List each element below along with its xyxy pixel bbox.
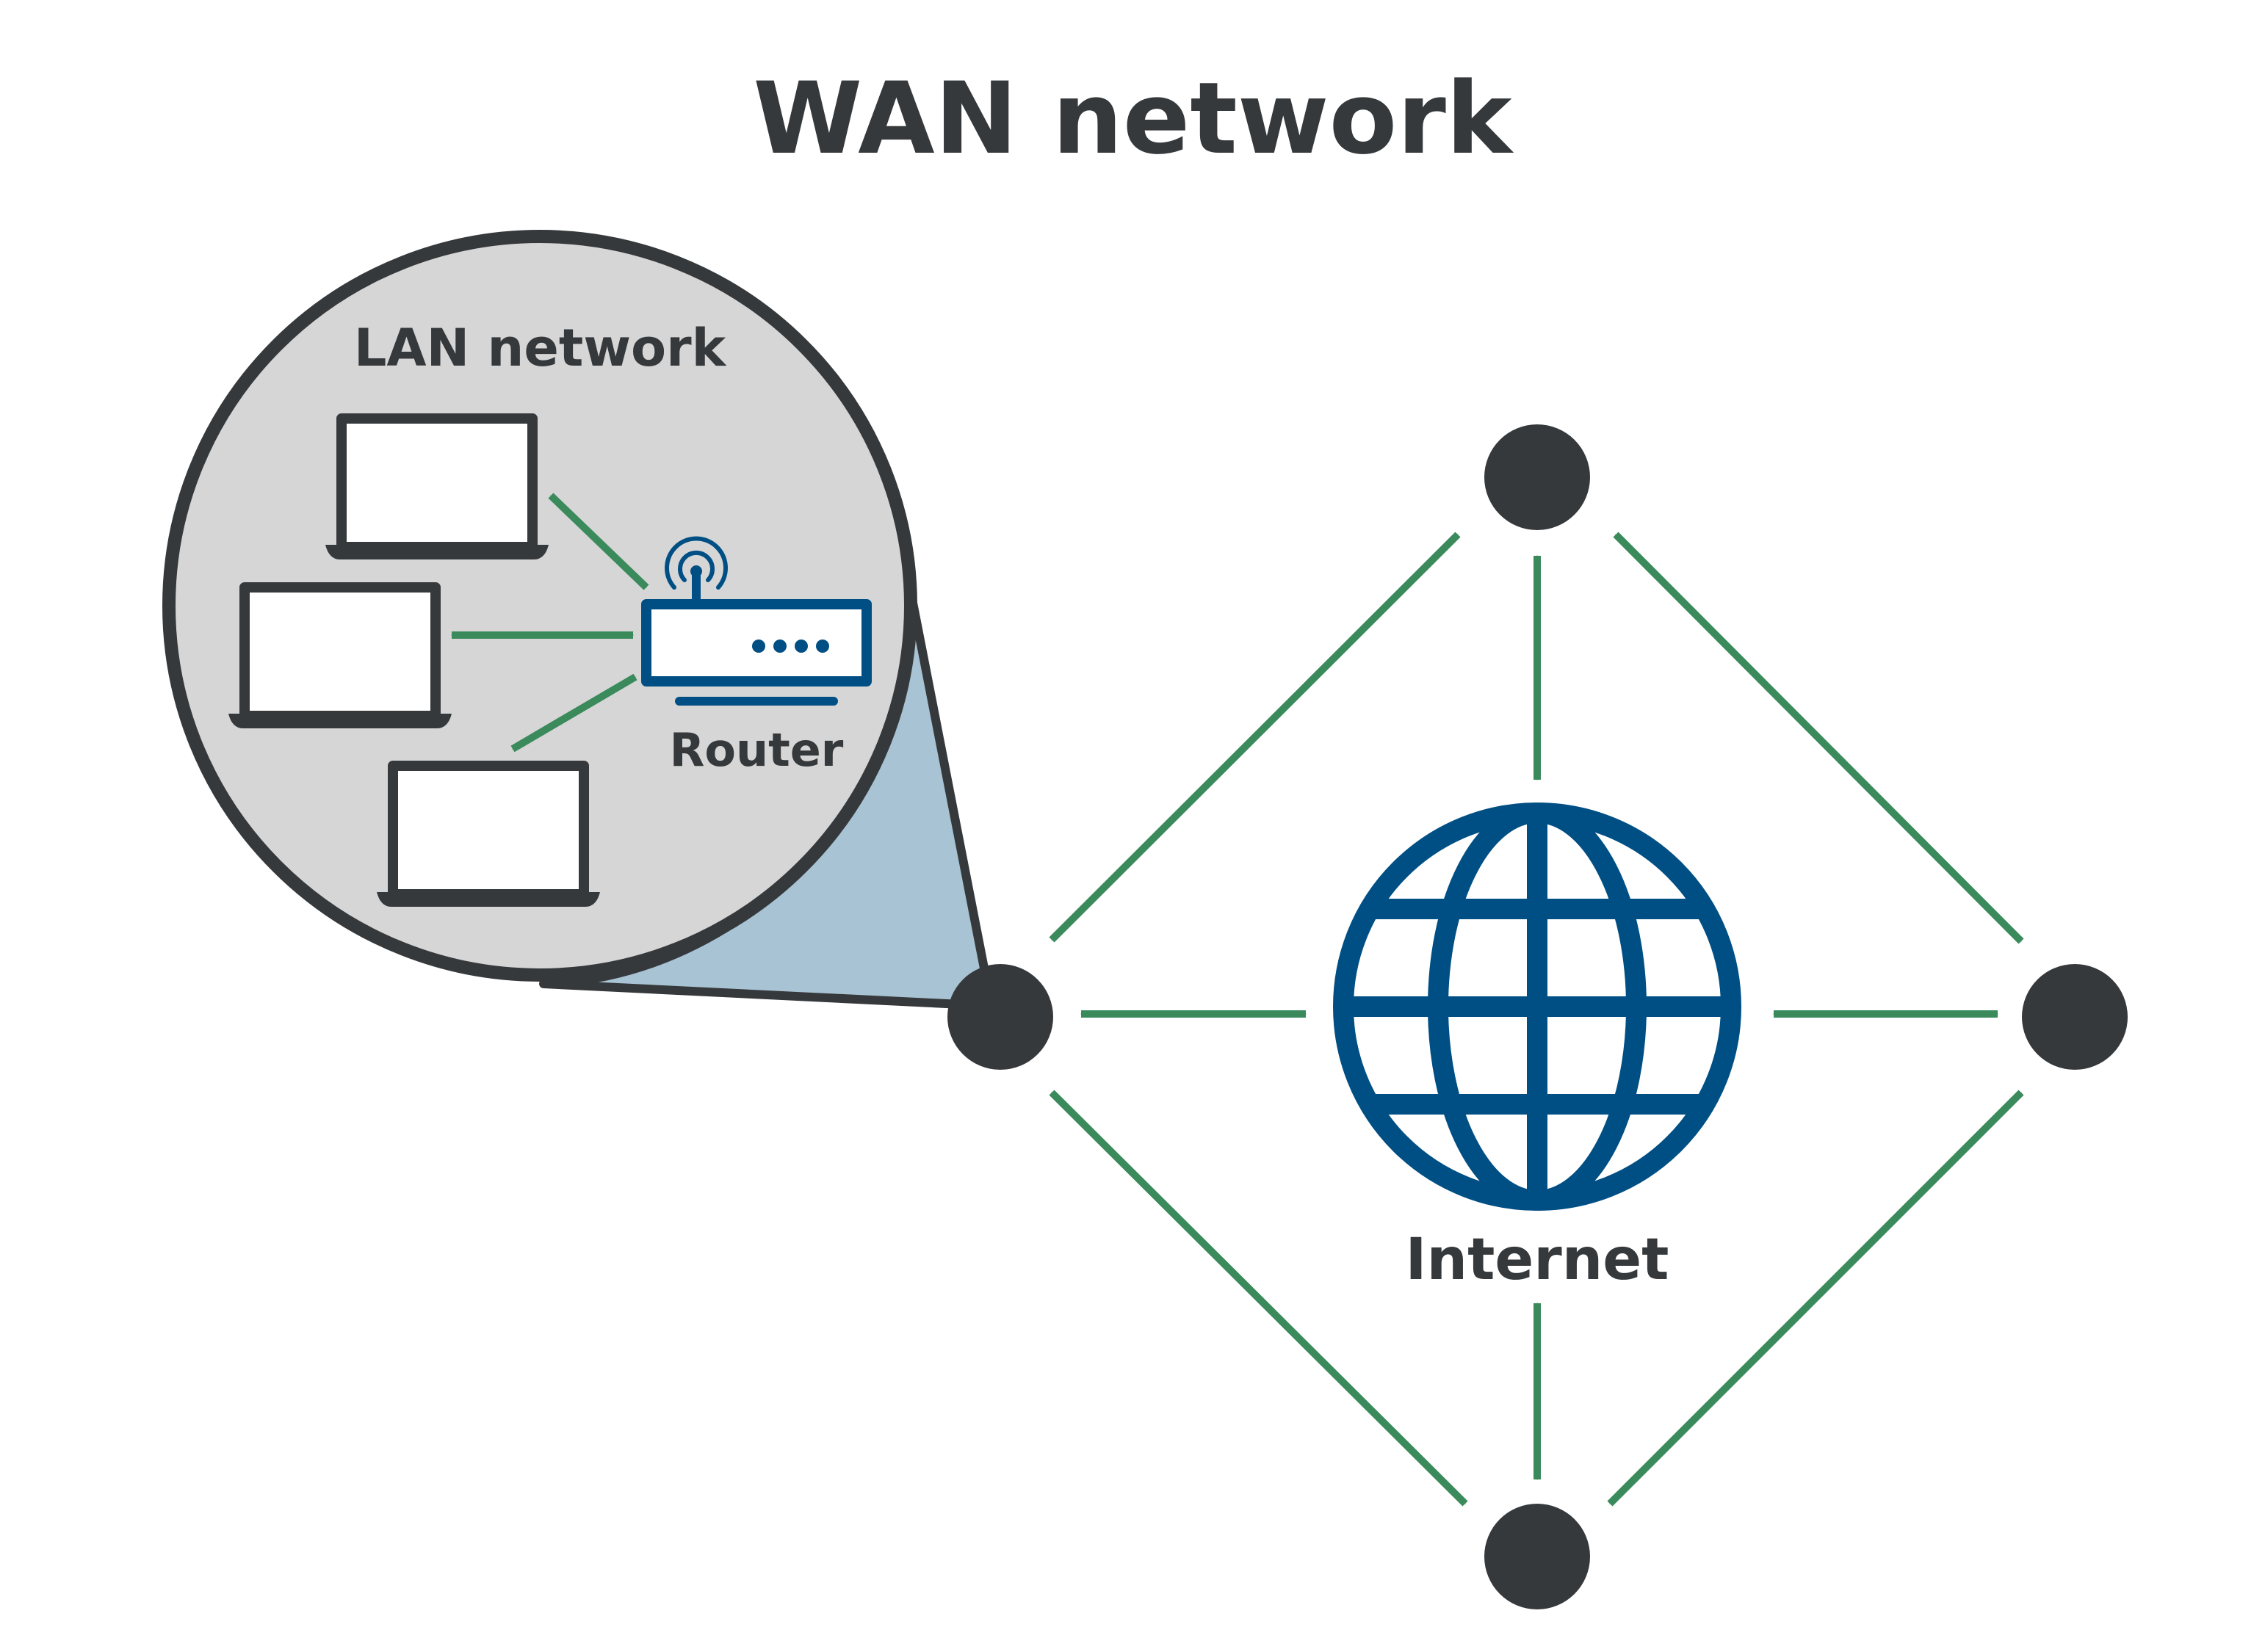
globe-icon — [1333, 803, 1741, 1211]
laptop-icon — [228, 582, 452, 728]
lan-network-label: LAN network — [354, 318, 727, 378]
lan-arrow — [548, 493, 649, 590]
laptop-icon — [325, 413, 549, 559]
router-icon — [641, 536, 872, 706]
wan-node — [2022, 964, 2128, 1070]
wan-node — [1484, 1504, 1590, 1609]
internet-label: Internet — [1406, 1227, 1669, 1293]
wan-arrow — [1613, 532, 2024, 944]
wan-node — [1484, 424, 1590, 530]
router-label: Router — [670, 723, 844, 777]
wan-arrow — [1049, 532, 1461, 943]
wan-arrow — [1607, 1090, 2024, 1507]
page-title: WAN network — [753, 61, 1514, 176]
wan-arrow — [1049, 1090, 1468, 1507]
lan-arrow — [510, 673, 637, 753]
laptop-icon — [377, 761, 600, 907]
wan-node — [947, 964, 1053, 1070]
